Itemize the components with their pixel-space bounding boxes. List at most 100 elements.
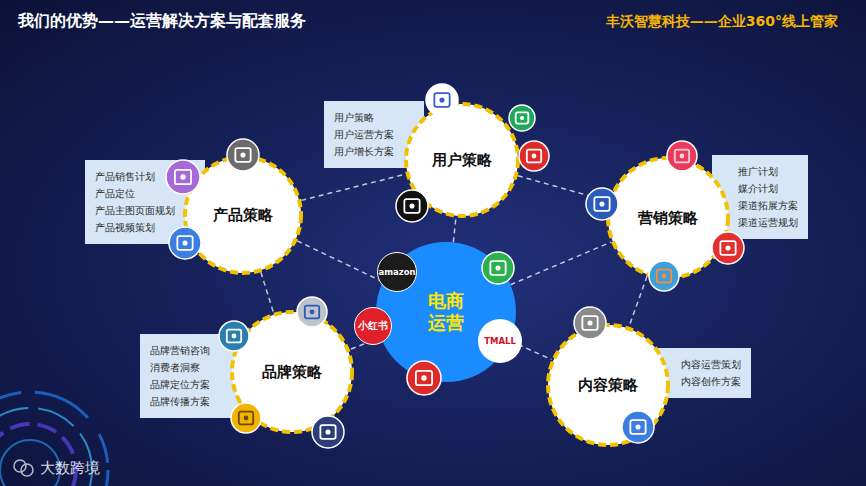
strategy-circle: 营销策略 [606,156,730,280]
label-text: 大数跨境 [40,459,100,477]
icon-disc [227,139,259,171]
icon-glyph [227,330,241,343]
icon-dot [680,154,685,159]
list-item: 产品销售计划 [95,168,175,185]
list-item: 渠道运营规划 [738,214,798,231]
icon-dot [182,240,187,245]
icon-glyph [404,199,419,213]
icon-badge [168,226,202,260]
strategy-circle: 品牌策略 [230,310,354,434]
icon-disc [574,307,606,339]
icon-dot [244,416,249,421]
icon-glyph [527,150,541,163]
icon-glyph [416,371,432,385]
list-item: 品牌传播方案 [150,393,210,410]
dashed-connector [510,242,610,285]
icon-glyph [177,236,192,250]
icon-disc [166,160,200,194]
icon-glyph [594,197,609,211]
icon-glyph [582,316,597,330]
icon-dot [532,154,537,159]
icon-disc [622,411,654,443]
icon-dot [495,265,500,270]
icon-badge [296,296,328,328]
platform-logo: 小红书 [354,307,392,345]
icon-glyph [434,93,449,107]
icon-badge [395,189,429,223]
list-item: 品牌定位方案 [150,376,210,393]
icon-glyph [657,270,671,283]
label-text: 丰沃智慧科技——企业360°线上管家 [606,13,838,29]
icon-glyph [675,150,689,163]
icon-badge [573,306,607,340]
icon-badge [508,104,536,132]
icon-badge [666,140,698,172]
icon-dot [325,429,330,434]
icon-badge [481,251,515,285]
connector-line [453,218,456,243]
circle-shape [548,325,668,445]
company-tagline: 丰沃智慧科技——企业360°线上管家 [606,13,838,31]
dashed-connector [261,272,274,313]
icon-glyph [320,425,335,439]
circle-shape [608,158,728,278]
list-item: 内容运营策划 [681,356,741,373]
icon-badge [218,320,250,352]
list-item: 品牌营销咨询 [150,342,210,359]
list-item: 消费者洞察 [150,359,210,376]
icon-badge [425,83,459,117]
platform-logo: amazon [377,252,417,292]
connector-line [629,276,647,326]
icon-badge [165,159,201,195]
list-item: 用户运营方案 [334,126,394,143]
icon-glyph [490,261,505,275]
icon-dot [662,274,667,279]
icon-glyph [720,241,735,255]
label-text: amazon [378,267,415,277]
dashed-connector [301,174,406,200]
list-item: 渠道拓展方案 [738,197,798,214]
list-item: 产品定位 [95,185,175,202]
icon-glyph [630,420,645,434]
label-text: 小红书 [358,319,388,333]
icon-disc [426,84,458,116]
strategy-circle: 用户策略 [404,102,520,218]
connector-line [510,242,610,285]
icon-dot [635,424,640,429]
icon-disc [169,227,201,259]
icon-dot [232,334,237,339]
list-item: 内容创作方案 [681,373,741,390]
icon-disc [712,232,744,264]
dashed-connector [297,241,383,282]
icon-disc [519,141,549,171]
circle-label: 产品策略 [213,206,273,225]
icon-disc [667,141,697,171]
icon-dot [439,97,444,102]
corner-rings [0,392,108,486]
icon-badge [230,402,262,434]
icon-dot [587,320,592,325]
circle-shape [232,312,352,432]
diagram-title: 我们的优势——运营解决方案与配套服务 [18,11,306,32]
icon-dot [599,201,604,206]
circle-label: 内容策略 [578,376,638,395]
icon-disc [482,252,514,284]
icon-glyph [516,112,529,123]
list-item: 推广计划 [738,163,798,180]
icon-dot [180,174,185,179]
icon-badge [585,187,619,221]
icon-disc [396,190,428,222]
circle-label: 品牌策略 [262,363,322,382]
dashed-connector [453,218,456,243]
icon-disc [231,403,261,433]
icon-badge [711,231,745,265]
icon-glyph [175,170,191,184]
platform-logo: TMALL [478,319,522,363]
circle-label: 营销策略 [638,209,698,228]
icon-badge [406,360,442,396]
icon-badge [518,140,550,172]
list-item: 媒介计划 [738,180,798,197]
connector-line [297,241,383,282]
watermark: 大数跨境 [40,459,100,478]
